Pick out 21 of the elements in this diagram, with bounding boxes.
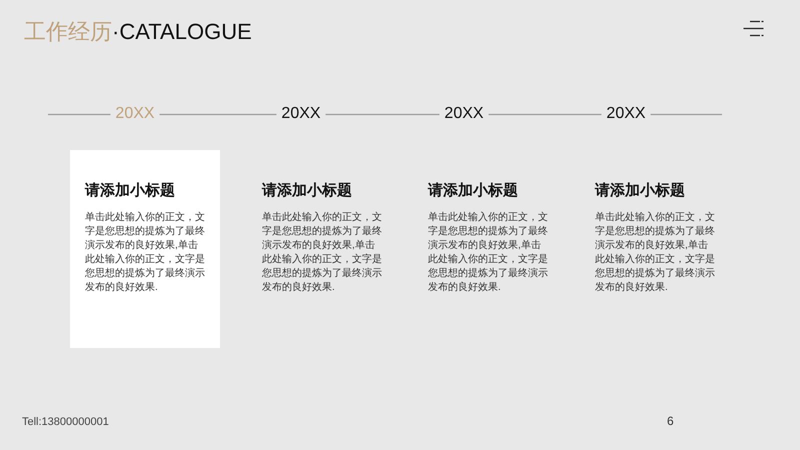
column-heading: 请添加小标题 bbox=[262, 181, 352, 201]
card-heading: 请添加小标题 bbox=[85, 181, 175, 201]
phone-number-text: Tell:13800000001 bbox=[22, 415, 109, 429]
column-body-text: 单击此处输入你的正文，文字是您思想的提炼为了最终演示发布的良好效果,单击此处输入你的正文，文字是您思想的提炼为了最终演示发布的良好效果. bbox=[262, 211, 382, 295]
timeline-line bbox=[160, 114, 276, 116]
column-body-text: 单击此处输入你的正文，文字是您思想的提炼为了最终演示发布的良好效果,单击此处输入你的正文，文字是您思想的提炼为了最终演示发布的良好效果. bbox=[428, 211, 548, 295]
timeline-line bbox=[650, 114, 722, 116]
year-label: 20XX bbox=[601, 104, 651, 124]
year-label: 20XX bbox=[439, 104, 489, 124]
column-heading: 请添加小标题 bbox=[428, 181, 518, 201]
year-label: 20XX bbox=[276, 104, 326, 124]
page-number: 6 bbox=[667, 414, 674, 429]
timeline-line bbox=[488, 114, 602, 116]
page-title: 工作经历 bbox=[24, 18, 112, 46]
column-heading: 请添加小标题 bbox=[595, 181, 685, 201]
title-subtitle: ·CATALOGUE bbox=[112, 18, 252, 46]
year-label: 20XX bbox=[110, 104, 160, 124]
card-body-text: 单击此处输入你的正文，文字是您思想的提炼为了最终演示发布的良好效果,单击此处输入你的正文，文字是您思想的提炼为了最终演示发布的良好效果. bbox=[85, 211, 205, 295]
column-body-text: 单击此处输入你的正文，文字是您思想的提炼为了最终演示发布的良好效果,单击此处输入你的正文，文字是您思想的提炼为了最终演示发布的良好效果. bbox=[595, 211, 715, 295]
timeline-line bbox=[48, 114, 110, 116]
timeline-line bbox=[326, 114, 440, 116]
